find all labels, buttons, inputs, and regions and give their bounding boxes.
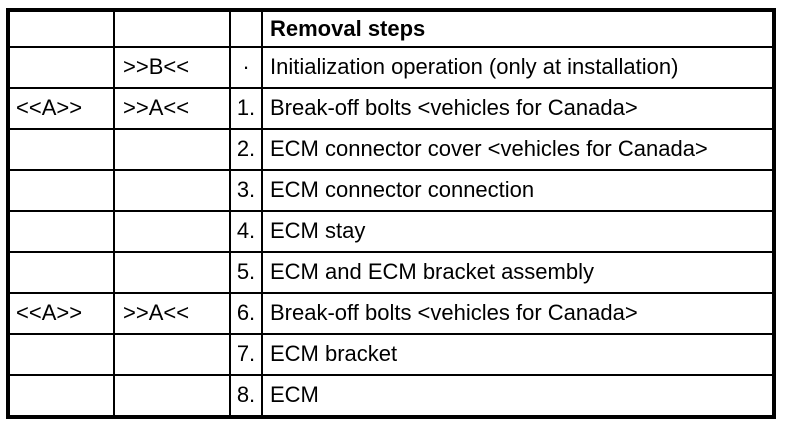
mark-b-cell: >>B<< [113,46,231,89]
mark-b-cell [113,374,231,418]
header-empty-cell-mark-b [113,9,231,48]
table-row-step-5: 5. ECM and ECM bracket assembly [7,251,775,294]
step-number-cell: · [229,46,263,89]
table-row-step-8: 8. ECM [7,374,775,418]
step-description-cell: ECM connector cover <vehicles for Canada… [261,128,775,171]
mark-a-cell [7,128,115,171]
mark-a-cell: <<A>> [7,87,115,130]
step-number-cell: 2. [229,128,263,171]
mark-a-cell [7,46,115,89]
mark-b-cell [113,251,231,294]
mark-a-cell [7,374,115,418]
step-description-cell: ECM connector connection [261,169,775,212]
step-description-cell: ECM and ECM bracket assembly [261,251,775,294]
table-row-step-1: <<A>> >>A<< 1. Break-off bolts <vehicles… [7,87,775,130]
mark-b-cell [113,333,231,376]
mark-a-cell [7,210,115,253]
table-row-step-2: 2. ECM connector cover <vehicles for Can… [7,128,775,171]
step-description-cell: ECM stay [261,210,775,253]
mark-a-cell [7,169,115,212]
mark-b-cell [113,169,231,212]
mark-b-cell [113,210,231,253]
step-number-cell: 4. [229,210,263,253]
step-number-cell: 3. [229,169,263,212]
mark-a-cell [7,251,115,294]
step-description-cell: ECM [261,374,775,418]
table-row-step-6: <<A>> >>A<< 6. Break-off bolts <vehicles… [7,292,775,335]
table-row-step-3: 3. ECM connector connection [7,169,775,212]
step-number-cell: 5. [229,251,263,294]
step-description-cell: Break-off bolts <vehicles for Canada> [261,292,775,335]
step-number-cell: 8. [229,374,263,418]
step-number-cell: 7. [229,333,263,376]
mark-a-cell [7,333,115,376]
mark-b-cell [113,128,231,171]
mark-b-cell: >>A<< [113,292,231,335]
table-row-step-4: 4. ECM stay [7,210,775,253]
step-number-cell: 1. [229,87,263,130]
table-header-title: Removal steps [261,9,775,48]
step-description-cell: Initialization operation (only at instal… [261,46,775,89]
mark-a-cell: <<A>> [7,292,115,335]
header-empty-cell-mark-a [7,9,115,48]
step-description-cell: ECM bracket [261,333,775,376]
header-empty-cell-num [229,9,263,48]
table-row-init: >>B<< · Initialization operation (only a… [7,46,775,89]
step-description-cell: Break-off bolts <vehicles for Canada> [261,87,775,130]
mark-b-cell: >>A<< [113,87,231,130]
step-number-cell: 6. [229,292,263,335]
table-row-step-7: 7. ECM bracket [7,333,775,376]
removal-steps-table: Removal steps >>B<< · Initialization ope… [6,8,776,419]
table-header-row: Removal steps [7,9,775,48]
